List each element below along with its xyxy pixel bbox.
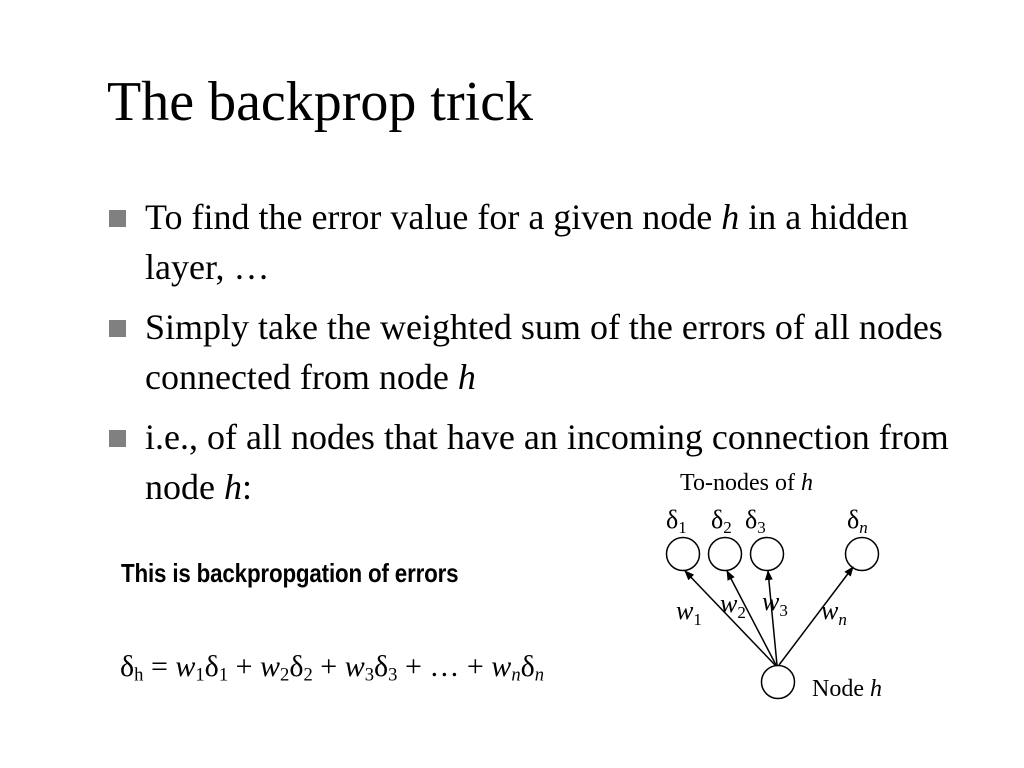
weight-arrow-n (778, 566, 854, 666)
square-bullet-icon (109, 430, 126, 447)
formula-ellipsis: … (429, 650, 460, 683)
node-h-label: Node h (812, 676, 882, 702)
delta-label-n: δn (847, 505, 868, 537)
formula-term: w3δ3 (344, 650, 398, 686)
bullet-list: To find the error value for a given node… (107, 192, 957, 522)
bullet-var: h (223, 467, 242, 507)
bullet-var: h (721, 197, 740, 237)
formula-term: w2δ2 (260, 650, 313, 686)
weight-label-n: wn (821, 596, 847, 629)
formula-plus: + (466, 650, 484, 683)
square-bullet-icon (109, 210, 126, 227)
bullet-text-end: in a hidden layer, … (145, 197, 909, 287)
backprop-formula: δh = w1δ1 + w2δ2 + w3δ3 + … + wnδn (120, 647, 544, 687)
weight-label-1: w1 (676, 596, 702, 629)
to-nodes-caption: To-nodes of h (680, 470, 813, 496)
bullet-var: h (457, 357, 476, 397)
weight-arrow-3 (764, 570, 778, 666)
formula-plus: + (235, 650, 253, 683)
node-h (760, 664, 796, 700)
weight-arrow-1 (684, 570, 776, 666)
delta-label-1: δ1 (666, 505, 687, 537)
to-node-2 (707, 536, 743, 572)
emphasis-note: This is backpropgation of errors (121, 558, 459, 588)
formula-plus: + (404, 650, 422, 683)
to-node-1 (665, 536, 701, 572)
bullet-item: Simply take the weighted sum of the erro… (107, 302, 957, 402)
bullet-item: i.e., of all nodes that have an incoming… (107, 412, 957, 512)
bullet-text: To find the error value for a given node (145, 197, 722, 237)
formula-plus: + (320, 650, 338, 683)
delta-label-2: δ2 (711, 505, 732, 537)
bullet-text-end: : (241, 467, 252, 507)
square-bullet-icon (109, 320, 126, 337)
weight-arrow-2 (726, 570, 777, 666)
weight-label-3: w3 (762, 587, 788, 620)
delta-label-3: δ3 (745, 505, 766, 537)
bullet-text: Simply take the weighted sum of the erro… (145, 307, 943, 397)
weight-label-2: w2 (720, 589, 746, 622)
slide-title: The backprop trick (107, 71, 534, 133)
to-node-3 (749, 536, 785, 572)
formula-lhs: δh (120, 650, 144, 686)
formula-equals: = (150, 650, 168, 683)
bullet-text: i.e., of all nodes that have an incoming… (145, 417, 949, 507)
formula-term: wnδn (491, 650, 545, 686)
bullet-item: To find the error value for a given node… (107, 192, 957, 292)
to-node-n (844, 536, 880, 572)
formula-term: w1δ1 (175, 650, 229, 686)
